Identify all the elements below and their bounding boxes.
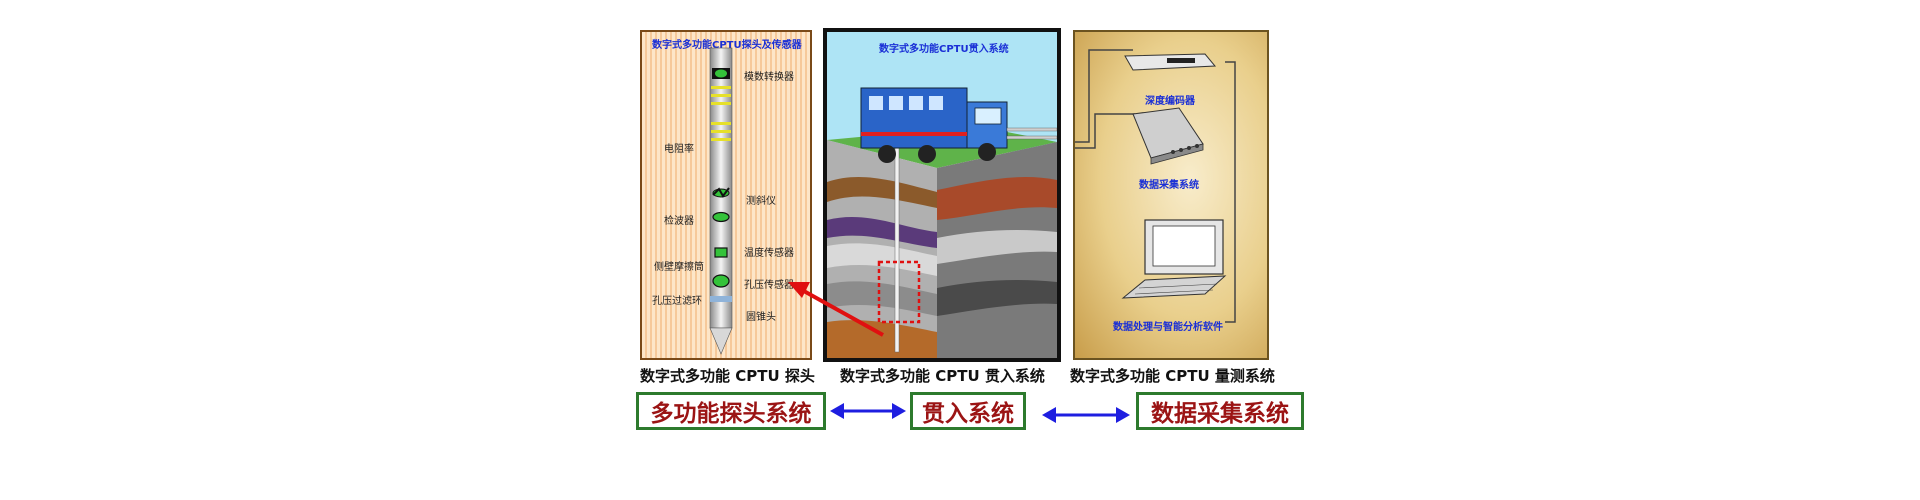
label-temperature-sensor: 温度传感器 (744, 248, 794, 259)
label-friction-sleeve: 侧壁摩擦筒 (654, 262, 704, 273)
probe-panel-title: 数字式多功能CPTU探头及传感器 (652, 40, 802, 51)
double-arrow-right (1042, 407, 1130, 423)
probe-panel: 数字式多功能CPTU探头及传感器 模数转换器 电阻率 测斜仪 检波器 温度传感器… (640, 30, 812, 360)
system-box-probe: 多功能探头系统 (636, 392, 826, 430)
label-pore-pressure-sensor: 孔压传感器 (744, 280, 794, 291)
system-box-acquisition: 数据采集系统 (1136, 392, 1304, 430)
label-resistivity: 电阻率 (664, 144, 694, 155)
measurement-illustration (1075, 49, 1236, 323)
caption-measurement: 数字式多功能 CPTU 量测系统 (1070, 367, 1275, 385)
label-data-acquisition: 数据采集系统 (1139, 180, 1199, 191)
label-pore-filter-ring: 孔压过滤环 (652, 296, 702, 307)
measurement-panel: 深度编码器 数据采集系统 数据处理与智能分析软件 (1073, 30, 1269, 360)
system-box-penetration: 贯入系统 (910, 392, 1026, 430)
label-mode-converter: 模数转换器 (744, 72, 794, 83)
label-inclinometer: 测斜仪 (746, 196, 776, 207)
caption-penetration: 数字式多功能 CPTU 贯入系统 (840, 367, 1045, 385)
label-analysis-software: 数据处理与智能分析软件 (1113, 322, 1223, 333)
penetration-panel-title: 数字式多功能CPTU贯入系统 (879, 44, 1009, 55)
penetration-illustration (827, 32, 1057, 358)
label-cone-tip: 圆锥头 (746, 312, 776, 323)
penetration-panel: 数字式多功能CPTU贯入系统 (823, 28, 1061, 362)
pointer-arrow (788, 282, 884, 337)
probe-illustration (709, 47, 733, 355)
label-geophone: 检波器 (664, 216, 694, 227)
label-depth-encoder: 深度编码器 (1145, 96, 1195, 107)
double-arrow-left (830, 403, 906, 419)
caption-probe: 数字式多功能 CPTU 探头 (640, 367, 815, 385)
